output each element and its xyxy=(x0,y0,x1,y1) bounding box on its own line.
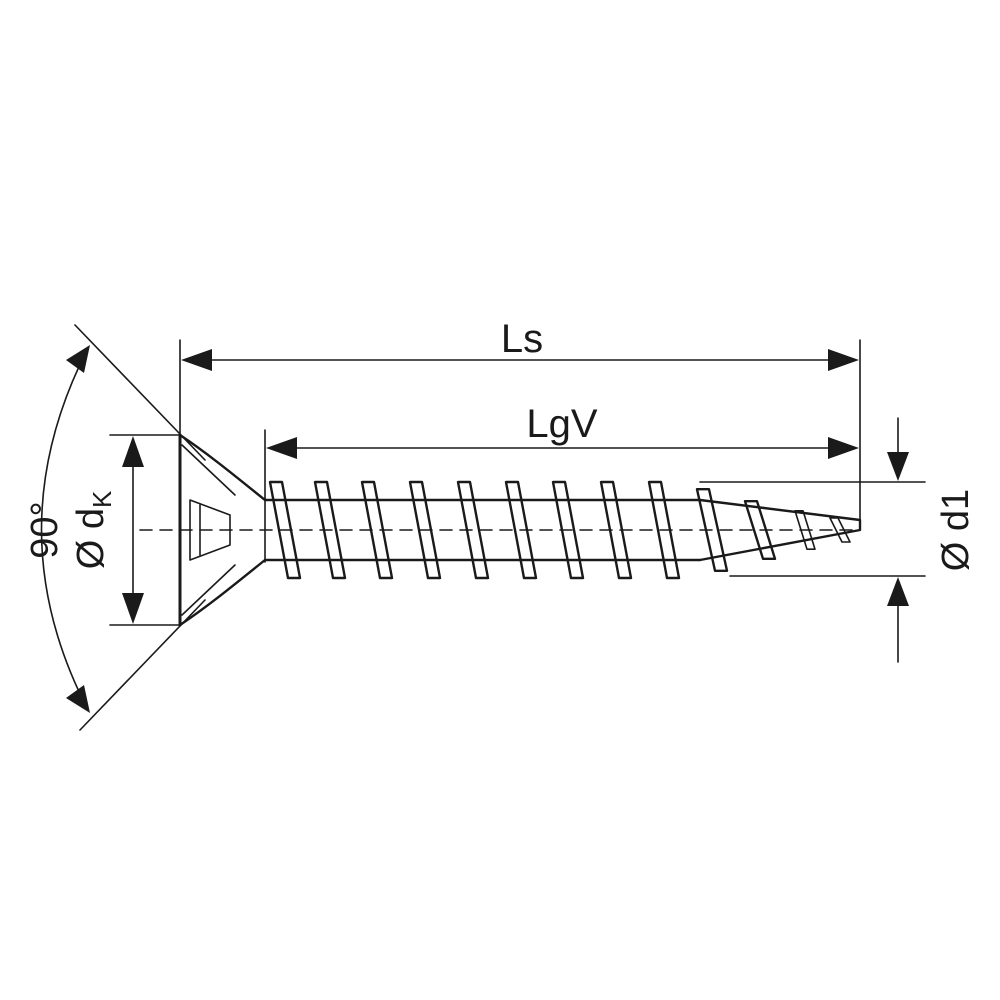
ls-arrow-right xyxy=(828,349,859,371)
ls-dimension: Ls xyxy=(179,317,861,521)
thread-flight xyxy=(504,480,538,580)
thread-flight xyxy=(360,480,394,580)
screw-shank xyxy=(139,497,862,563)
dk-arrow-top xyxy=(122,436,144,467)
thread-flight xyxy=(313,480,347,580)
lgv-dimension: LgV xyxy=(264,402,859,499)
thread-flight xyxy=(743,500,777,560)
lgv-arrow-right xyxy=(828,437,859,459)
thread-diameter-dimension: Ø d1 xyxy=(699,417,977,663)
d1-arrow-top xyxy=(887,452,909,481)
ls-label: Ls xyxy=(501,317,543,361)
screw-threads xyxy=(268,480,851,580)
thread-flight xyxy=(599,480,633,580)
thread-flight xyxy=(268,480,302,580)
head-angle-dimension: 90° xyxy=(24,324,206,731)
thread-flight xyxy=(456,480,490,580)
thread-flight xyxy=(695,488,729,572)
lgv-arrow-left xyxy=(266,437,297,459)
head-diameter-dimension: Ø dK xyxy=(70,434,181,626)
d1-arrow-bottom xyxy=(887,577,909,606)
thread-diameter-label: Ø d1 xyxy=(935,489,977,571)
thread-flight-tip xyxy=(794,510,816,550)
dk-arrow-bottom xyxy=(122,593,144,624)
thread-flight xyxy=(408,480,442,580)
head-diameter-label: Ø dK xyxy=(70,490,117,569)
angle-arrow-top xyxy=(66,345,90,373)
head-angle-label: 90° xyxy=(24,501,66,558)
thread-flight xyxy=(551,480,585,580)
thread-flight-tip xyxy=(829,517,851,543)
lgv-label: LgV xyxy=(526,402,597,446)
ls-arrow-left xyxy=(181,349,212,371)
angle-arrow-bottom xyxy=(66,685,90,713)
thread-flight xyxy=(647,480,681,580)
